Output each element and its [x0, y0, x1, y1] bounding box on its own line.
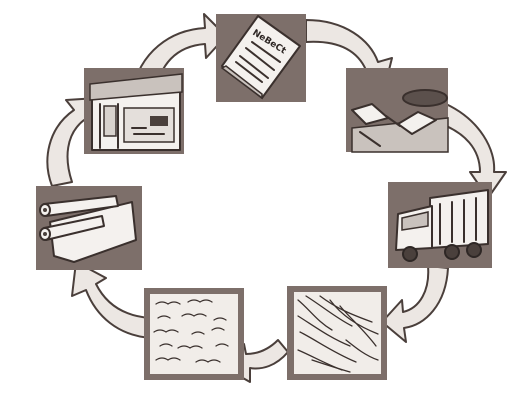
- panel-pulp: [144, 288, 244, 380]
- newspaper-icon: NeBeCt: [220, 15, 301, 100]
- panel-paper-rolls: [36, 186, 142, 270]
- panel-truck: [388, 182, 492, 268]
- arrow-pulp-to-rolls: [71, 261, 153, 339]
- arrow-truck-to-fibers: [381, 265, 449, 343]
- panel-shredded-fibers: [287, 286, 387, 380]
- fiber-icon: [297, 295, 379, 373]
- truck-icon: [395, 189, 489, 262]
- recycling-bin-icon: [351, 89, 449, 153]
- panel-newspaper: NeBeCt: [216, 14, 306, 102]
- panel-collection-bin: [346, 68, 449, 153]
- paper-roll-icon: [39, 195, 137, 263]
- panel-store: [84, 68, 184, 154]
- storefront-icon: [89, 73, 183, 151]
- pulp-icon: [153, 299, 229, 363]
